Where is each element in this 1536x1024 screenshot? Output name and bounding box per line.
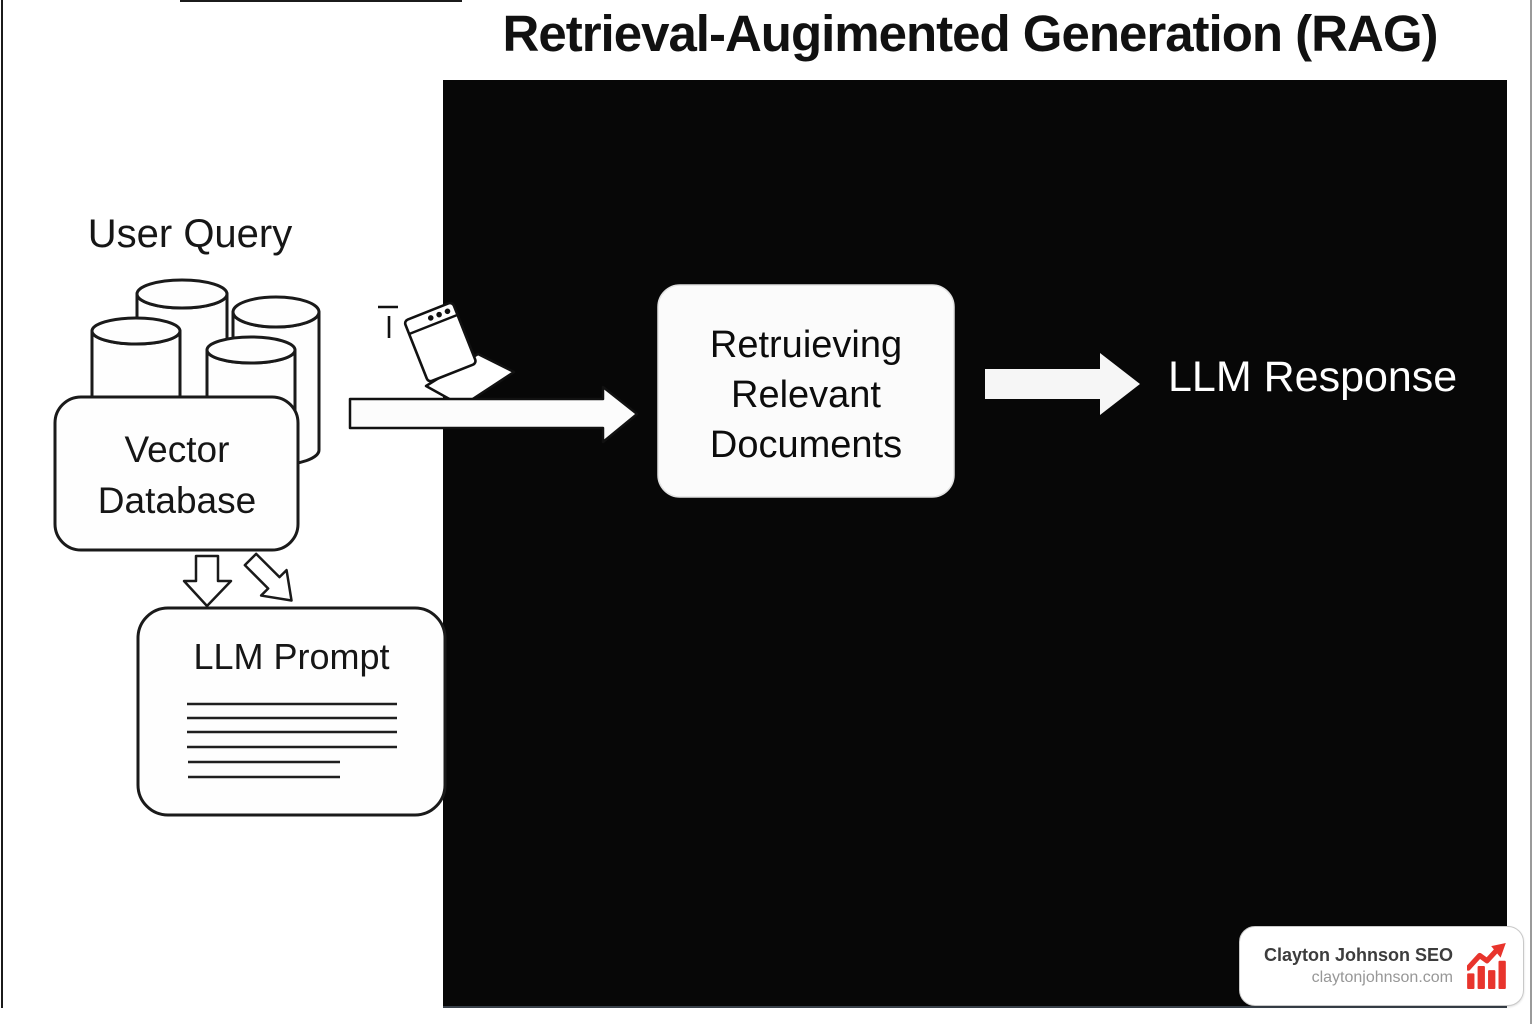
retrieving-line2: Relevant	[731, 374, 881, 416]
branding-badge: Clayton Johnson SEO claytonjohnson.com	[1239, 926, 1524, 1006]
llm-response-label: LLM Response	[1168, 353, 1458, 401]
user-query-label: User Query	[87, 212, 293, 256]
left-edge-line	[1, 0, 3, 1008]
badge-text: Clayton Johnson SEO claytonjohnson.com	[1264, 945, 1453, 987]
prompt-text-lines	[187, 702, 397, 779]
retrieving-line3: Documents	[709, 424, 903, 466]
llm-prompt-label: LLM Prompt	[193, 636, 390, 677]
badge-website: claytonjohnson.com	[1311, 968, 1453, 986]
page-title: Retrieval-Augimented Generation (RAG)	[502, 5, 1439, 62]
top-edge-line	[180, 0, 462, 2]
arrow-down-icon	[182, 554, 233, 608]
text-cursor-icon	[378, 305, 398, 338]
right-edge-line	[1530, 0, 1532, 1024]
black-panel	[443, 80, 1507, 1008]
vector-database-label: Vector Database	[56, 424, 298, 526]
arrow-diagonal-icon	[243, 552, 293, 602]
retrieving-line1: Retruieving	[709, 324, 903, 366]
badge-name: Clayton Johnson SEO	[1263, 944, 1453, 965]
retrieving-label: Retruieving Relevant Documents	[658, 320, 954, 470]
vector-database-line1: Vector	[124, 429, 230, 470]
vector-database-line2: Database	[97, 480, 257, 521]
growth-chart-icon	[1467, 943, 1506, 989]
